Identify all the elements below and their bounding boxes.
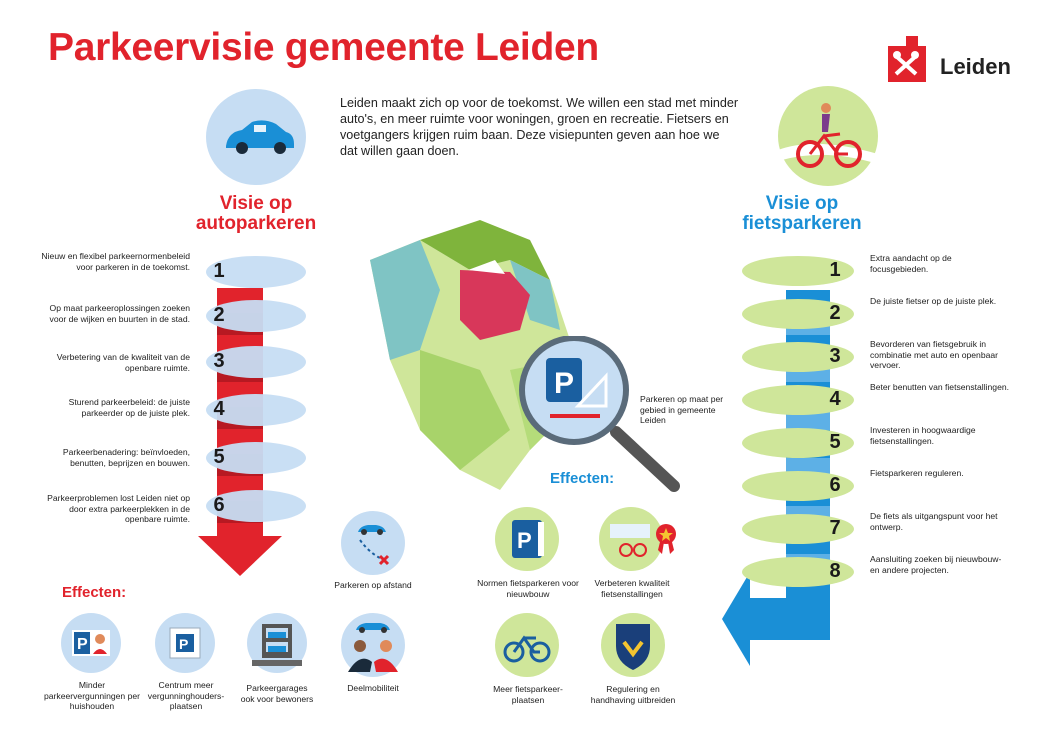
bike-effects-heading: Effecten: bbox=[550, 470, 615, 487]
caption-center-permit-places: Centrum meer vergunninghouders-plaatsen bbox=[147, 680, 225, 711]
car-title-line2: autoparkeren bbox=[195, 213, 317, 234]
car-sharing-icon bbox=[341, 613, 405, 677]
bike-item-text: Extra aandacht op de focusgebieden. bbox=[870, 253, 952, 274]
caption-bike-norms: Normen fietsparkeren voor nieuwbouw bbox=[477, 578, 579, 599]
car-item-text: Parkeerproblemen lost Leiden niet op doo… bbox=[47, 493, 190, 524]
bike-vision-title: Visie op fietsparkeren bbox=[732, 194, 872, 234]
bike-item-number: 3 bbox=[829, 345, 841, 367]
bike-item-pill bbox=[742, 428, 854, 458]
distance-parking-icon bbox=[341, 511, 405, 575]
bike-title-line1: Visie op bbox=[765, 193, 839, 214]
car-item-text: Verbetering van de kwaliteit van de open… bbox=[56, 352, 190, 373]
bike-item-number: 1 bbox=[829, 259, 841, 281]
car-item-text: Parkeerbenadering: beïnvloeden, benutten… bbox=[62, 447, 190, 468]
enforcement-badge-icon bbox=[601, 613, 665, 677]
caption-more-bike-parking: Meer fietsparkeer-plaatsen bbox=[493, 684, 563, 705]
bike-item-pill bbox=[742, 514, 854, 544]
bike-item-text: Bevorderen van fietsgebruik in combinati… bbox=[870, 339, 999, 370]
bike-item-number: 5 bbox=[829, 431, 841, 453]
parking-spots-icon: P bbox=[155, 613, 215, 673]
svg-text:P: P bbox=[554, 367, 574, 400]
car-item-number: 4 bbox=[213, 398, 225, 420]
car-item-pill bbox=[206, 346, 306, 378]
car-item-pill bbox=[206, 442, 306, 474]
car-item-number: 5 bbox=[213, 446, 225, 468]
car-vision-title: Visie op autoparkeren bbox=[186, 194, 326, 234]
bike-item-pill bbox=[742, 342, 854, 372]
bike-item-text: Beter benutten van fietsenstallingen. bbox=[870, 382, 1010, 392]
svg-text:P: P bbox=[77, 636, 88, 653]
bike-item-text: Fietsparkeren reguleren. bbox=[870, 468, 964, 478]
svg-text:P: P bbox=[517, 528, 532, 553]
car-item-text: Nieuw en flexibel parkeernormenbeleid vo… bbox=[41, 251, 190, 272]
bike-item-pill bbox=[742, 299, 854, 329]
leiden-map bbox=[370, 220, 570, 490]
car-item-number: 2 bbox=[213, 304, 225, 326]
map-caption: Parkeren op maat per gebied in gemeente … bbox=[640, 394, 724, 425]
bike-item-text: Investeren in hoogwaardige fietsenstalli… bbox=[870, 425, 976, 446]
car-title-line1: Visie op bbox=[219, 193, 293, 214]
logo-text: Leiden bbox=[940, 54, 1011, 79]
bike-item-number: 2 bbox=[829, 302, 841, 324]
bike-item-text: De fiets als uitgangspunt voor het ontwe… bbox=[870, 511, 998, 532]
car-item-number: 6 bbox=[213, 494, 225, 516]
caption-distance-parking: Parkeren op afstand bbox=[334, 580, 412, 590]
bike-item-number: 6 bbox=[829, 474, 841, 496]
car-item-pill bbox=[206, 256, 306, 288]
car-item-pill bbox=[206, 490, 306, 522]
bike-item-pill bbox=[742, 557, 854, 587]
bike-item-text: De juiste fietser op de juiste plek. bbox=[870, 296, 997, 306]
caption-garages-residents: Parkeergarages ook voor bewoners bbox=[240, 683, 314, 704]
caption-shared-mobility: Deelmobiliteit bbox=[347, 683, 399, 693]
page-title: Parkeervisie gemeente Leiden bbox=[48, 26, 599, 69]
bike-rack-icon bbox=[495, 613, 559, 677]
parking-garage-icon bbox=[247, 613, 307, 673]
bike-item-text: Aansluiting zoeken bij nieuwbouw- en and… bbox=[870, 554, 1002, 575]
caption-regulation-enforcement: Regulering en handhaving uitbreiden bbox=[590, 684, 676, 705]
car-item-text: Op maat parkeeroplossingen zoeken voor d… bbox=[49, 303, 190, 324]
parking-book-icon: P bbox=[495, 507, 559, 571]
magnifier-parking-icon: P bbox=[519, 336, 680, 492]
bike-header-icon bbox=[778, 86, 878, 186]
car-item-number: 1 bbox=[213, 260, 225, 282]
car-item-text: Sturend parkeerbeleid: de juiste parkeer… bbox=[68, 397, 190, 418]
caption-fewer-permits: Minder parkeervergunningen per huishoude… bbox=[43, 680, 141, 711]
bike-item-number: 7 bbox=[829, 517, 841, 539]
car-effects-heading: Effecten: bbox=[62, 584, 127, 601]
car-header-icon bbox=[206, 89, 306, 185]
bike-item-number: 4 bbox=[829, 388, 841, 410]
bike-item-pill bbox=[742, 385, 854, 415]
parking-permit-icon: P bbox=[61, 613, 121, 673]
bike-title-line2: fietsparkeren bbox=[742, 213, 862, 234]
svg-text:P: P bbox=[179, 636, 188, 652]
intro-text: Leiden maakt zich op voor de toekomst. W… bbox=[340, 96, 739, 158]
bike-item-pill bbox=[742, 256, 854, 286]
bike-item-pill bbox=[742, 471, 854, 501]
quality-award-icon bbox=[599, 507, 676, 571]
caption-improve-quality: Verbeteren kwaliteit fietsenstallingen bbox=[594, 578, 670, 599]
bike-item-number: 8 bbox=[829, 560, 841, 582]
leiden-logo-icon bbox=[888, 36, 926, 82]
car-item-number: 3 bbox=[213, 350, 225, 372]
car-item-pill bbox=[206, 300, 306, 332]
car-item-pill bbox=[206, 394, 306, 426]
